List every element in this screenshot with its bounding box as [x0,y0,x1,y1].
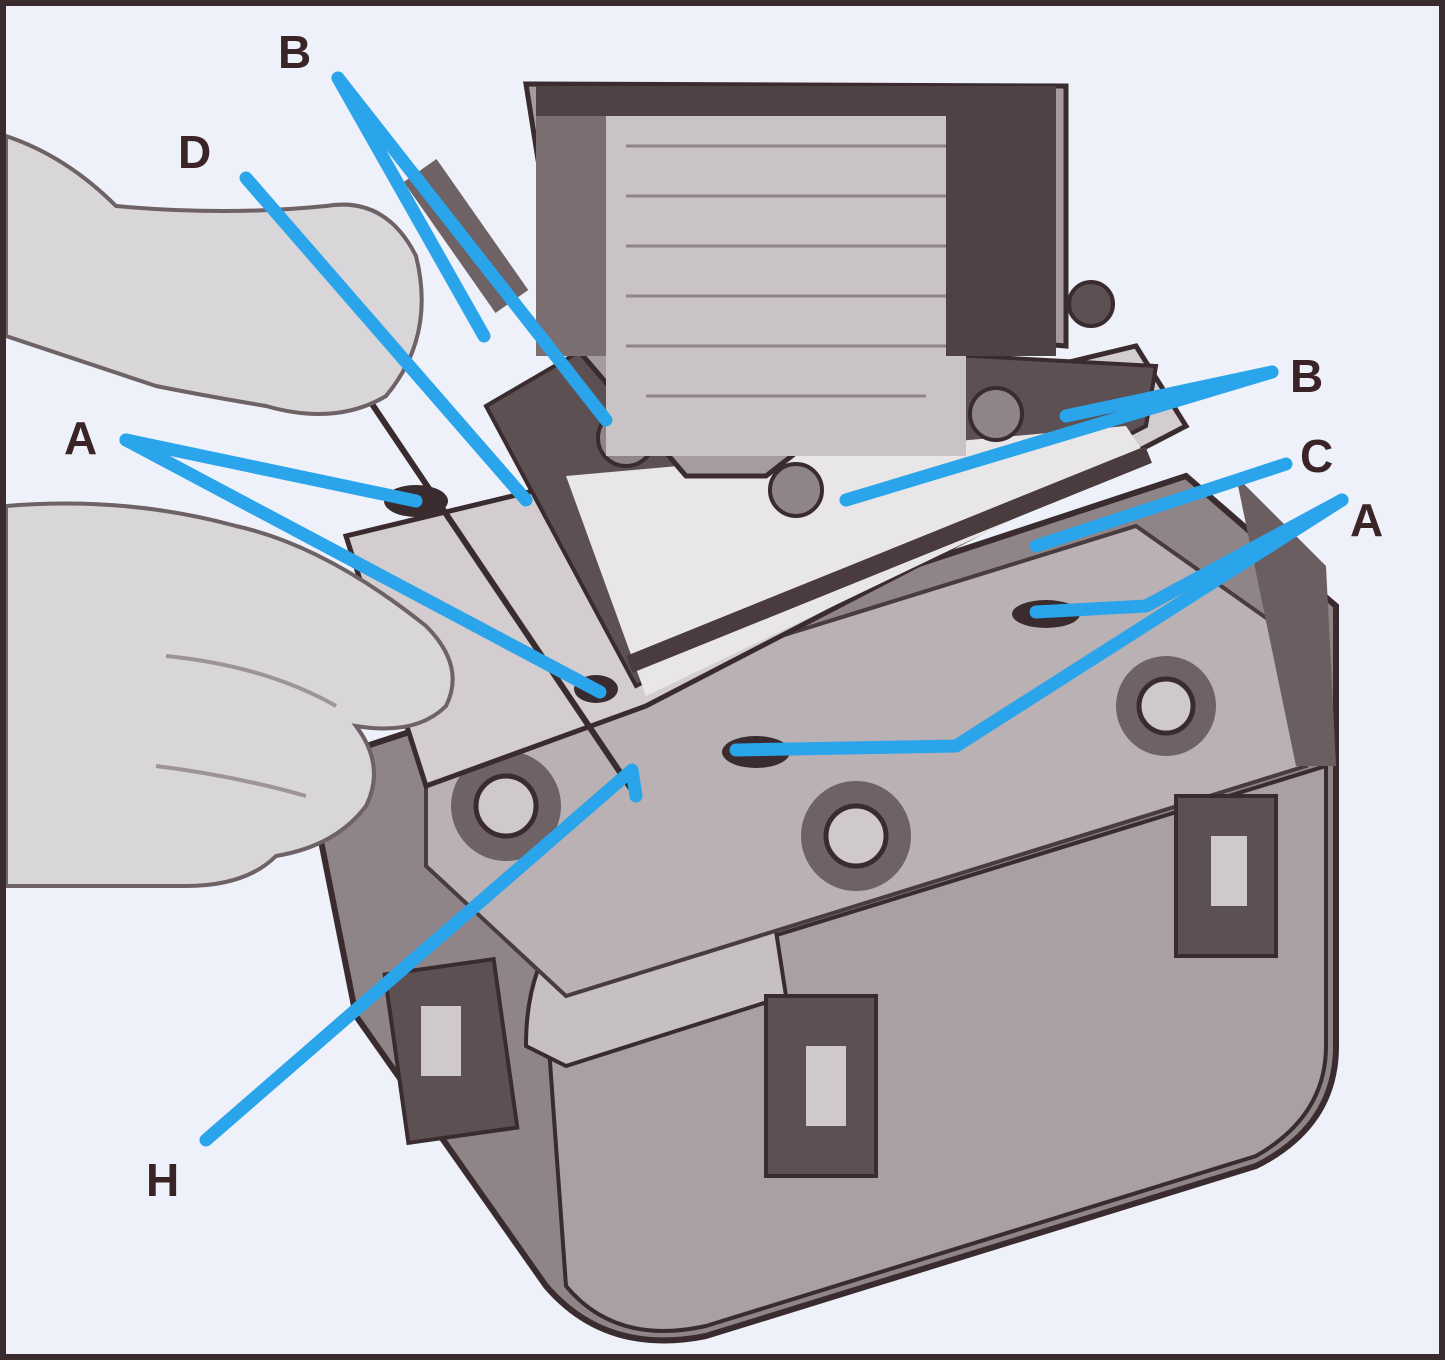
label-a-right: A [1350,494,1383,546]
coil-icon [523,81,1069,479]
label-a-left: A [64,412,97,464]
bolt-front-center [801,781,911,891]
label-h: H [146,1154,179,1206]
hand-icon [6,133,455,888]
leader-c [1029,457,1293,553]
leader-b-right-2 [839,365,1279,507]
bolt-front-left [451,751,561,861]
latch-center [764,994,878,1178]
label-c: C [1300,430,1333,482]
diagram-figure: B D A B C A H [6,6,1439,1354]
leader-a-right-2 [729,493,1349,757]
leader-a-left-2 [119,433,607,699]
leader-a-left-1 [119,433,423,508]
label-d: D [178,126,211,178]
leader-b-top-1 [331,71,491,343]
latch-left [382,956,520,1146]
leader-d [239,171,533,507]
leader-b-top-2 [331,71,613,427]
latch-right [1174,794,1278,958]
leader-lines [119,71,1349,1147]
bolt-rear-right [1116,656,1216,756]
callout-labels: B D A B C A H [64,26,1383,1206]
mechanism-illustration: B D A B C A H [6,26,1383,1344]
label-b-top: B [278,26,311,78]
label-b-right: B [1290,350,1323,402]
leader-h [199,763,643,1147]
